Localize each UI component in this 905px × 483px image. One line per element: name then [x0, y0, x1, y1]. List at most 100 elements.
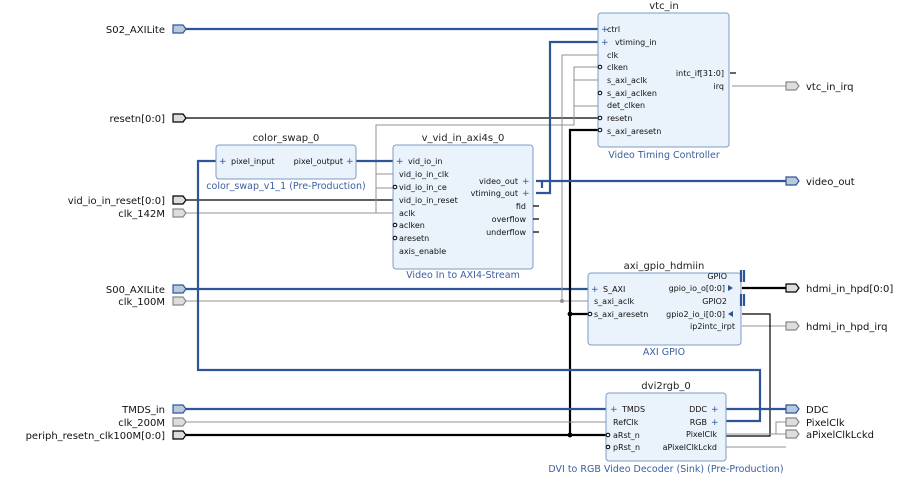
- gpio-pin-gpio2-io-i: gpio2_io_i[0:0]: [666, 310, 725, 319]
- port-vtc-irq-icon[interactable]: [785, 81, 800, 91]
- block-color-swap[interactable]: color_swap_0 color_swap_v1_1 (Pre-Produc…: [206, 133, 365, 192]
- port-video-out-icon[interactable]: [785, 176, 800, 186]
- vtc-subtitle: Video Timing Controller: [608, 150, 720, 161]
- vid-vtiming-plus-icon[interactable]: +: [522, 189, 530, 199]
- dvi-pin-ddc: DDC: [689, 405, 707, 414]
- port-tmds-label: TMDS_in: [121, 405, 165, 416]
- gpio-pin-s-axi-aclk: s_axi_aclk: [594, 297, 635, 306]
- port-periph-icon[interactable]: [172, 430, 187, 440]
- port-clk100-icon[interactable]: [172, 296, 187, 306]
- port-hpd-icon[interactable]: [785, 283, 800, 293]
- cs-in-plus-icon[interactable]: +: [219, 157, 227, 167]
- vid-pin-fid: fid: [516, 202, 526, 211]
- vid-pin-video-out: video_out: [479, 177, 518, 186]
- wire-periph-vtc[interactable]: [568, 128, 598, 435]
- gpio-pin-s-axi: S_AXI: [603, 285, 625, 294]
- dvi-box[interactable]: [605, 392, 727, 462]
- vid-pin-vid-io-in: vid_io_in: [408, 157, 442, 166]
- vid-pin-overflow: overflow: [492, 215, 527, 224]
- block-dvi[interactable]: dvi2rgb_0 DVI to RGB Video Decoder (Sink…: [548, 381, 783, 475]
- cs-pin-out: pixel_output: [294, 157, 343, 166]
- cs-box[interactable]: [215, 144, 357, 180]
- vtc-box[interactable]: [597, 12, 730, 148]
- vtc-pin-det-clken: det_clken: [607, 101, 645, 110]
- left-ports: S02_AXILite resetn[0:0] vid_io_in_reset[…: [26, 24, 187, 442]
- port-clk142-label: clk_142M: [118, 209, 165, 220]
- vid-pin-vid-io-in-clk: vid_io_in_clk: [399, 170, 449, 179]
- vtc-pin-ctrl: ctrl: [607, 25, 620, 34]
- port-periph-label: periph_resetn_clk100M[0:0]: [26, 431, 166, 442]
- dvi-pin-refclk: RefClk: [613, 418, 639, 427]
- cs-subtitle: color_swap_v1_1 (Pre-Production): [206, 181, 365, 192]
- vid-pin-aclken: aclken: [399, 221, 425, 230]
- wire-rgb-loop[interactable]: [196, 159, 762, 423]
- wire-vtiming[interactable]: [536, 40, 598, 195]
- port-resetn-label: resetn[0:0]: [109, 114, 165, 125]
- block-vid-in[interactable]: v_vid_in_axi4s_0 Video In to AXI4-Stream…: [392, 133, 539, 281]
- gpio-pin-gpio2: GPIO2: [702, 297, 727, 306]
- vid-pin-aclk: aclk: [399, 209, 416, 218]
- cs-out-plus-icon[interactable]: +: [346, 157, 354, 167]
- vid-pin-vid-io-in-ce: vid_io_in_ce: [399, 183, 447, 192]
- port-s02-label: S02_AXILite: [106, 25, 165, 36]
- port-ddc-label: DDC: [806, 405, 828, 416]
- port-s00-label: S00_AXILite: [106, 285, 165, 296]
- port-clk142-icon[interactable]: [172, 208, 187, 218]
- port-vid-reset-label: vid_io_in_reset[0:0]: [68, 196, 165, 207]
- port-pixelclk-label: PixelClk: [806, 418, 845, 429]
- block-gpio[interactable]: axi_gpio_hdmiin AXI GPIO S_AXI s_axi_acl…: [587, 261, 746, 358]
- dvi-pin-arst-n: aRst_n: [613, 431, 640, 440]
- vid-pin-vid-io-in-reset: vid_io_in_reset: [399, 196, 458, 205]
- port-vid-reset-icon[interactable]: [172, 195, 187, 205]
- vtc-pin-clk: clk: [607, 51, 619, 60]
- dvi-tmds-plus-icon[interactable]: +: [610, 405, 618, 415]
- port-hpd-irq-icon[interactable]: [785, 321, 800, 331]
- port-apixel-icon[interactable]: [785, 429, 800, 439]
- vtc-pin-s-axi-aresetn: s_axi_aresetn: [607, 127, 661, 136]
- wire-gpio2-in[interactable]: [726, 313, 771, 437]
- gpio-pin-gpio: GPIO: [707, 272, 727, 281]
- dvi-rgb-plus-icon[interactable]: +: [711, 418, 719, 428]
- cs-pin-in: pixel_input: [231, 157, 275, 166]
- port-apixel-label: aPixelClkLckd: [806, 430, 874, 441]
- port-ddc-icon[interactable]: [785, 404, 800, 414]
- vtc-pin-s-axi-aclk: s_axi_aclk: [607, 76, 648, 85]
- vtc-pin-irq: irq: [714, 82, 724, 91]
- wire-clk142-vid-io[interactable]: [376, 173, 393, 189]
- dvi-pin-tmds: TMDS: [621, 405, 645, 414]
- port-resetn-icon[interactable]: [172, 113, 187, 123]
- dvi-title: dvi2rgb_0: [641, 381, 690, 392]
- port-s02-icon[interactable]: [172, 24, 187, 34]
- gpio-s-axi-plus-icon[interactable]: +: [591, 285, 599, 295]
- vid-video-out-plus-icon[interactable]: +: [522, 177, 530, 187]
- block-vtc[interactable]: vtc_in Video Timing Controller ctrl vtim…: [597, 1, 730, 161]
- vid-box[interactable]: [392, 144, 534, 270]
- dvi-pin-pixelclk: PixelClk: [686, 430, 717, 439]
- gpio-pin-s-axi-aresetn: s_axi_aresetn: [594, 310, 648, 319]
- gpio-pin-ip2intc-irpt: ip2intc_irpt: [690, 322, 735, 331]
- wire-clk100-vtc[interactable]: [561, 54, 598, 301]
- dvi-ddc-plus-icon[interactable]: +: [711, 405, 719, 415]
- dvi-pin-prst-n: pRst_n: [613, 443, 640, 452]
- port-s00-icon[interactable]: [172, 284, 187, 294]
- vid-subtitle: Video In to AXI4-Stream: [406, 270, 520, 281]
- vtc-ctrl-plus-icon[interactable]: +: [601, 25, 609, 35]
- vtc-pin-resetn: resetn: [607, 114, 632, 123]
- port-clk100-label: clk_100M: [118, 297, 165, 308]
- dvi-pin-rgb: RGB: [690, 418, 707, 427]
- gpio-out-arrow-icon: [728, 285, 733, 291]
- port-vtc-irq-label: vtc_in_irq: [806, 82, 854, 93]
- gpio-box[interactable]: [587, 272, 742, 346]
- port-tmds-icon[interactable]: [172, 404, 187, 414]
- port-hpd-irq-label: hdmi_in_hpd_irq: [806, 322, 887, 333]
- vid-in-plus-icon[interactable]: +: [396, 157, 404, 167]
- vid-pin-axis-enable: axis_enable: [399, 247, 446, 256]
- vtc-pin-s-axi-aclken: s_axi_aclken: [607, 89, 657, 98]
- wire-clk142-vtc[interactable]: [375, 66, 598, 213]
- port-pixelclk-icon[interactable]: [785, 417, 800, 427]
- port-clk200-icon[interactable]: [172, 417, 187, 427]
- gpio-subtitle: AXI GPIO: [643, 347, 685, 358]
- vtc-vtiming-plus-icon[interactable]: +: [601, 38, 609, 48]
- vtc-pin-clken: clken: [607, 63, 628, 72]
- gpio-in-arrow-icon: [728, 311, 733, 317]
